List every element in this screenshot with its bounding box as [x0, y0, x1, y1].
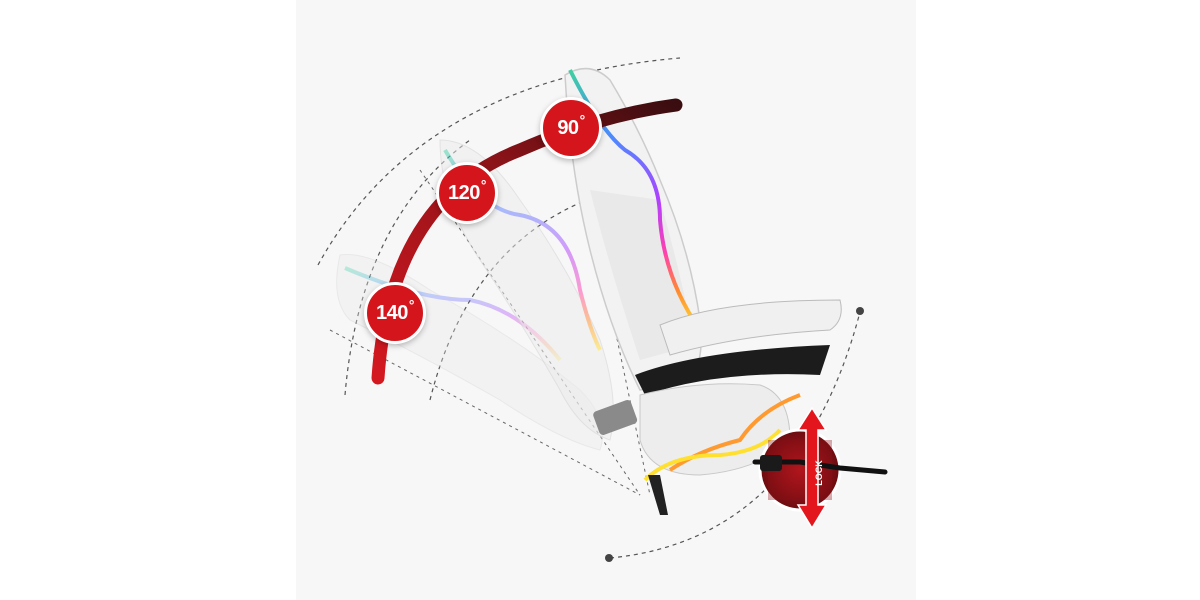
- angle-unit: °: [408, 297, 415, 313]
- angle-value: 140: [376, 301, 408, 324]
- guide-dot-bottom: [605, 554, 613, 562]
- angle-value: 120: [448, 181, 480, 204]
- guide-dot-top: [856, 307, 864, 315]
- lock-label: LOCK: [814, 460, 824, 486]
- angle-unit: °: [579, 112, 586, 128]
- angle-value: 90: [557, 116, 579, 139]
- angle-badge-140: 140 °: [364, 282, 426, 344]
- lock-lever-detail: [752, 406, 888, 530]
- angle-badge-120: 120 °: [436, 162, 498, 224]
- angle-unit: °: [480, 177, 487, 193]
- guide-arc-outer: [317, 57, 681, 266]
- angle-badge-90: 90 °: [540, 97, 602, 159]
